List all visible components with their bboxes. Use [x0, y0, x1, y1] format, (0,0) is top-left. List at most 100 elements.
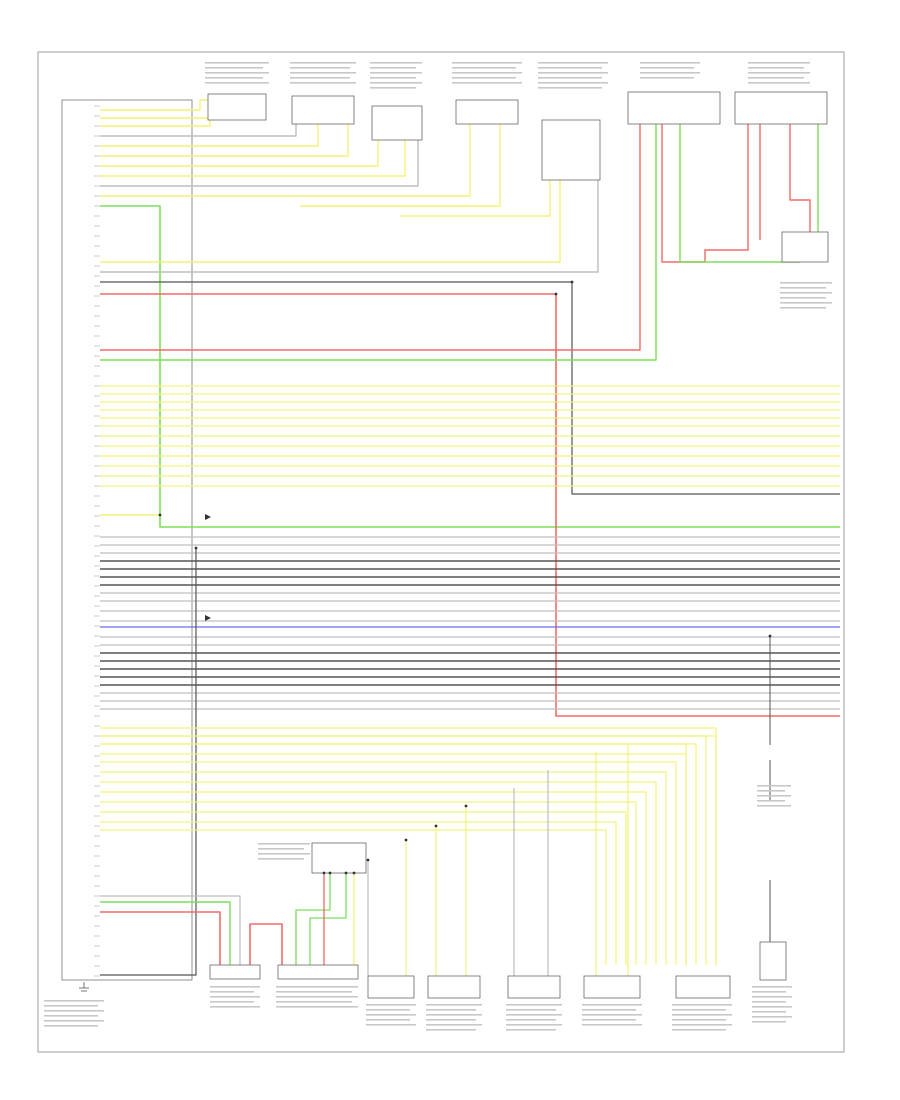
bottom-component-box-5 [583, 975, 641, 999]
caption-line [370, 72, 422, 74]
wire-3 [100, 120, 211, 127]
caption-line [210, 991, 254, 993]
wire-7 [100, 140, 379, 167]
wire-23 [789, 124, 811, 232]
caption-line [205, 62, 269, 64]
caption-line [366, 1009, 410, 1011]
bottom-component-box-6 [675, 975, 731, 999]
splice-dot [158, 513, 162, 517]
splice-dot [404, 838, 408, 842]
wire-15 [100, 180, 599, 273]
caption-line [452, 67, 516, 69]
splice-dot [570, 280, 574, 284]
wire-69 [100, 771, 667, 965]
caption-line [640, 72, 700, 74]
caption-line [210, 986, 260, 988]
wire-4 [100, 124, 297, 137]
bottom-connector-1 [209, 964, 261, 980]
splice-dot [464, 804, 468, 808]
caption-line [780, 297, 826, 299]
wire-14 [100, 180, 561, 263]
caption-line [757, 785, 791, 787]
bottom-component-box-3 [427, 975, 481, 999]
wire-18 [100, 124, 641, 351]
component-box-6 [627, 91, 721, 125]
wire-21 [679, 124, 800, 263]
caption-line [582, 1019, 636, 1021]
caption-line [582, 1004, 642, 1006]
wire-17 [100, 293, 840, 717]
caption-line [290, 82, 356, 84]
wire-79 [100, 901, 231, 965]
ground-symbol [79, 982, 89, 992]
caption-line [452, 62, 522, 64]
caption-line [748, 77, 804, 79]
caption-line [426, 1014, 482, 1016]
wire-11 [100, 205, 840, 528]
caption-line [748, 72, 810, 74]
caption-line [780, 282, 832, 284]
bottom-component-box-4 [507, 975, 561, 999]
caption-line [276, 996, 358, 998]
caption-line [506, 1014, 562, 1016]
splice-dot [366, 858, 370, 862]
caption-line [210, 996, 260, 998]
splice-dot [322, 871, 326, 875]
component-box-5 [541, 119, 601, 181]
wire-12 [300, 124, 501, 207]
caption-line [780, 307, 826, 309]
caption-line [752, 986, 792, 988]
bottom-component-box-7 [759, 941, 787, 981]
caption-line [672, 1004, 732, 1006]
bottom-connector-2 [277, 964, 359, 980]
caption-line [290, 72, 356, 74]
caption-line [506, 1024, 562, 1026]
caption-line [205, 77, 263, 79]
wire-80 [100, 895, 241, 965]
caption-line [366, 1004, 416, 1006]
caption-line [44, 1015, 98, 1017]
wire-20 [661, 124, 749, 263]
splice-dot [352, 871, 356, 875]
caption-line [672, 1029, 726, 1031]
caption-line [258, 853, 310, 855]
caption-line [258, 843, 310, 845]
wire-77 [100, 743, 687, 965]
bottom-components [209, 842, 787, 999]
caption-line [672, 1024, 732, 1026]
splice-dot [344, 871, 348, 875]
note-marker-1 [205, 514, 211, 520]
caption-line [366, 1019, 410, 1021]
wire-13 [400, 180, 551, 217]
caption-line [780, 302, 832, 304]
caption-line [582, 1009, 636, 1011]
caption-line [370, 87, 416, 89]
diagram-border [37, 51, 845, 1053]
wire-68 [100, 761, 677, 965]
component-box-1 [207, 93, 267, 121]
splice-dot [434, 824, 438, 828]
caption-line [757, 790, 785, 792]
splice-points [158, 280, 772, 875]
caption-line [538, 62, 608, 64]
splice-dot [194, 546, 198, 550]
caption-line [370, 67, 416, 69]
splice-dot [768, 634, 772, 638]
caption-line [276, 1001, 352, 1003]
wire-10 [100, 124, 471, 197]
caption-line [752, 1016, 792, 1018]
wire-16 [100, 281, 840, 495]
wire-67 [100, 753, 687, 965]
caption-line [366, 1024, 416, 1026]
wire-82 [295, 873, 331, 965]
caption-line [506, 1029, 556, 1031]
caption-line [640, 77, 694, 79]
wire-19 [100, 124, 657, 361]
airbag-sensor-assembly-box [61, 99, 193, 981]
caption-line [44, 1010, 104, 1012]
caption-line [370, 82, 422, 84]
wire-71 [100, 791, 647, 965]
top-components [207, 91, 829, 263]
wire-8 [100, 140, 406, 177]
